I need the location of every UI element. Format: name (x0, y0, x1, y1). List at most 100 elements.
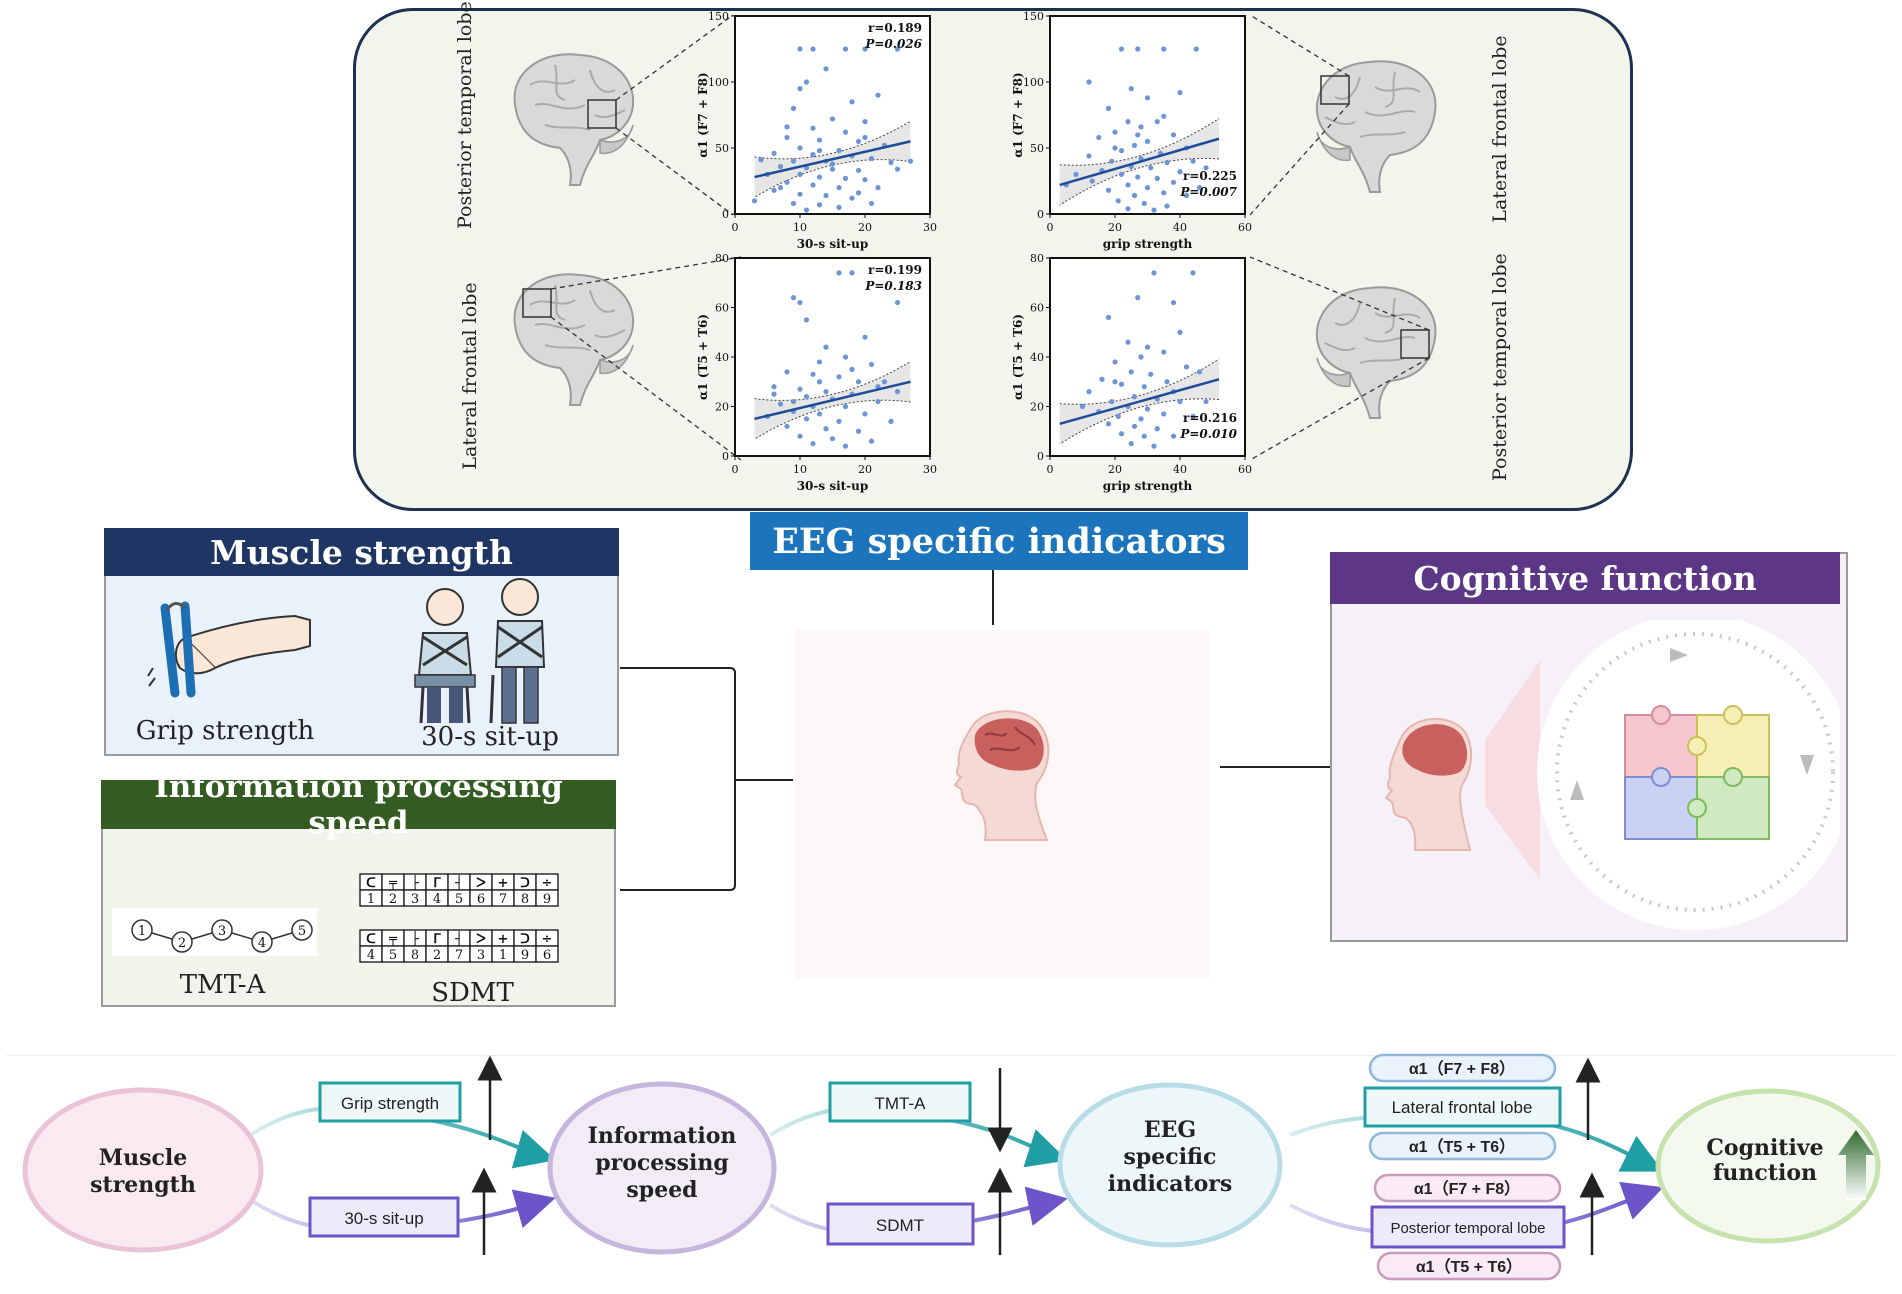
sdmt-digit: 9 (521, 948, 529, 963)
data-point (1086, 389, 1092, 395)
sdmt-symbol: ᐳ (476, 932, 485, 947)
data-point (1109, 398, 1115, 405)
data-point (1164, 379, 1170, 385)
data-point (1135, 46, 1141, 52)
data-point (888, 159, 894, 166)
sdmt-symbol: ÷ (542, 932, 553, 947)
data-point (1115, 198, 1121, 204)
data-point (862, 46, 868, 52)
stats-p: P=0.026 (864, 37, 922, 51)
stats-p: P=0.010 (1179, 427, 1237, 441)
sdmt-digit: 3 (411, 892, 419, 907)
data-point (790, 295, 797, 301)
data-point (1170, 299, 1177, 306)
data-point (1190, 413, 1196, 419)
data-point (855, 138, 862, 144)
data-point (888, 418, 894, 424)
data-point (803, 317, 810, 323)
data-point (1170, 132, 1177, 138)
data-point (1105, 314, 1112, 320)
data-point (1154, 426, 1160, 432)
stats-r: r=0.199 (868, 263, 922, 277)
data-point (881, 379, 888, 385)
muscle-strength-title: Muscle strength (104, 528, 619, 576)
y-tick-label: 60 (1030, 302, 1044, 315)
brain-label-bottom-right: Posterior temporal lobe (1489, 253, 1511, 481)
data-point (1154, 119, 1160, 125)
fit-line (1059, 378, 1220, 426)
data-point (1144, 406, 1151, 412)
data-point (1112, 145, 1118, 151)
data-point (1196, 369, 1203, 375)
data-point (868, 155, 875, 162)
data-point (894, 389, 901, 395)
data-point (1073, 171, 1079, 177)
data-point (1148, 165, 1154, 171)
data-point (1135, 295, 1141, 301)
data-point (816, 379, 823, 385)
stats-p: P=0.007 (1179, 185, 1237, 199)
data-point (849, 99, 855, 105)
data-point (849, 366, 855, 372)
x-tick-label: 40 (1173, 463, 1187, 476)
data-point (1112, 379, 1118, 385)
situp-illustration (414, 578, 546, 724)
y-axis-label: α1 (T5 + T6) (1011, 314, 1025, 400)
data-point (1131, 394, 1138, 400)
data-point (1161, 46, 1167, 52)
data-point (836, 185, 842, 191)
sdmt-digit: 4 (433, 892, 441, 907)
sdmt-symbol: ├ (411, 930, 419, 947)
data-point (1112, 359, 1118, 365)
data-point (1131, 142, 1138, 148)
data-point (751, 198, 758, 204)
brain-label-bottom-left: Lateral frontal lobe (459, 282, 481, 470)
bracket-connector (620, 667, 793, 891)
ci-upper (1059, 118, 1220, 166)
data-point (1144, 185, 1151, 191)
x-tick-label: 0 (1047, 463, 1054, 476)
y-axis-label: α1 (T5 + T6) (696, 314, 710, 400)
y-tick-label: 40 (1030, 351, 1044, 364)
sdmt-symbol: ᑕ (366, 932, 376, 947)
sdmt-symbol: ├ (411, 874, 419, 891)
flow-eeg-line2: specific (1124, 1144, 1217, 1170)
x-tick-label: 30 (923, 463, 937, 476)
data-point (855, 190, 862, 196)
data-point (1131, 423, 1138, 429)
tmt-node (131, 919, 153, 941)
sdmt-symbol: ᒥ (433, 876, 441, 891)
x-tick-label: 20 (858, 463, 872, 476)
data-point (862, 134, 868, 141)
tmt-node-label: 4 (258, 936, 266, 951)
flow-node-info (547, 1081, 777, 1255)
brain-bottom-left (513, 273, 635, 406)
sdmt-digit: 8 (521, 892, 529, 907)
ci-lower (1059, 157, 1220, 206)
data-point (1131, 192, 1138, 199)
sdmt-digit: 3 (477, 948, 485, 963)
flow-node-cog (1655, 1088, 1881, 1244)
fit-line (754, 380, 911, 421)
data-point (1115, 413, 1121, 419)
ci-upper (1059, 358, 1220, 405)
data-point (1125, 182, 1131, 188)
data-point (803, 79, 810, 85)
y-axis-label: α1 (F7 + F8) (1011, 72, 1025, 157)
x-tick-label: 10 (793, 221, 807, 234)
data-point (810, 441, 816, 447)
data-point (862, 177, 868, 183)
data-point (777, 185, 784, 191)
data-point (868, 200, 875, 207)
flow-a1-f7f8-top: α1（F7 + F8） (1409, 1060, 1515, 1078)
y-tick-label: 100 (1023, 76, 1044, 89)
y-tick-label: 150 (1023, 10, 1044, 23)
data-point (803, 394, 810, 400)
data-point (829, 436, 836, 442)
data-point (790, 200, 797, 207)
data-point (777, 401, 784, 407)
y-tick-label: 60 (715, 302, 729, 315)
data-point (810, 371, 816, 377)
data-point (829, 116, 836, 122)
flow-sdmt-label: SDMT (876, 1216, 924, 1235)
